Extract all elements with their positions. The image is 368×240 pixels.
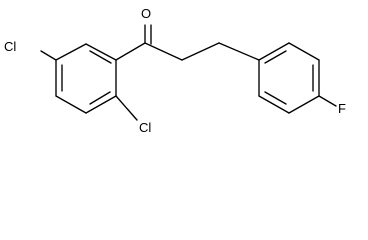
ring-a-inner-bond-2 [89,91,111,105]
ring-b-bond-4 [288,95,320,114]
molecule-structure: O Cl Cl F [4,6,346,135]
chain-bond-2 [181,42,220,61]
ring-a-bond-6 [55,43,87,61]
aryl-carbonyl-bond [115,42,146,61]
oxygen-label: O [141,6,151,21]
chlorine-label-bottom: Cl [139,120,151,135]
ring-b-bond-1 [258,42,290,61]
ring-a-inner-bond-1 [89,50,112,64]
ring-a-bond-3 [85,95,117,114]
ring-b-bond-5 [258,95,290,114]
chain-bond-1 [144,42,183,61]
chlorine-label-left: Cl [4,39,16,54]
ring-b-bond-2 [288,42,320,61]
ring-a-bond-1 [85,43,117,61]
fluorine-label: F [338,101,346,116]
chain-bond-3 [218,42,260,61]
ring-b-inner-bond-3 [264,91,287,105]
fluorine-bond [318,95,337,107]
cl-bottom-bond [115,95,138,121]
ring-a-bond-4 [55,95,87,114]
fluorophenyl-ring [258,42,320,114]
ring-b-inner-bond-1 [264,50,287,64]
cl-left-bond [40,50,57,61]
structure-canvas: O Cl Cl F [4,6,346,135]
dichlorophenyl-ring [55,43,117,114]
